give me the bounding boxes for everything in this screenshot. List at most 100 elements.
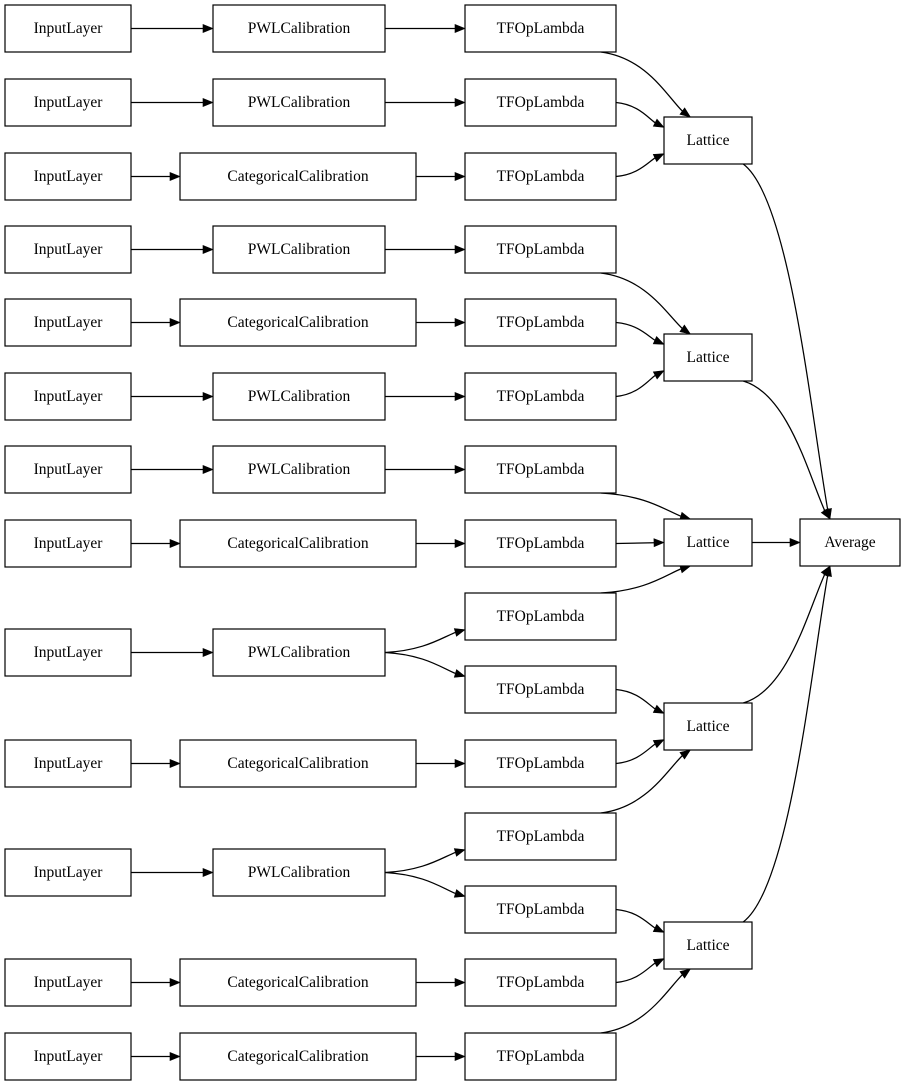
node-box[interactable] <box>212 4 386 53</box>
node-box[interactable] <box>212 372 386 421</box>
node-box[interactable] <box>464 519 617 568</box>
node-input-in7[interactable]: InputLayer <box>4 445 132 494</box>
node-lambda-op14[interactable]: TFOpLambda <box>464 958 617 1007</box>
node-input-in13[interactable]: InputLayer <box>4 1032 132 1081</box>
node-lambda-op10[interactable]: TFOpLambda <box>464 665 617 714</box>
node-box[interactable] <box>464 4 617 53</box>
node-box[interactable] <box>464 665 617 714</box>
node-input-in6[interactable]: InputLayer <box>4 372 132 421</box>
node-average-avg[interactable]: Average <box>799 518 901 567</box>
node-input-in2[interactable]: InputLayer <box>4 78 132 127</box>
node-lambda-op4[interactable]: TFOpLambda <box>464 225 617 274</box>
node-categorical-cal5[interactable]: CategoricalCalibration <box>179 298 417 347</box>
node-box[interactable] <box>4 152 132 201</box>
edge-cal12-to-op14 <box>416 978 466 987</box>
node-lattice-lat1[interactable]: Lattice <box>663 116 753 165</box>
node-pwl-cal4[interactable]: PWLCalibration <box>212 225 386 274</box>
node-box[interactable] <box>4 4 132 53</box>
node-categorical-cal13[interactable]: CategoricalCalibration <box>179 1032 417 1081</box>
node-input-in8[interactable]: InputLayer <box>4 519 132 568</box>
node-pwl-cal11[interactable]: PWLCalibration <box>212 848 386 897</box>
node-box[interactable] <box>464 739 617 788</box>
edge-cal5-to-op5 <box>416 318 466 327</box>
node-box[interactable] <box>4 519 132 568</box>
node-box[interactable] <box>212 628 386 677</box>
node-box[interactable] <box>4 298 132 347</box>
node-box[interactable] <box>179 739 417 788</box>
node-lambda-op3[interactable]: TFOpLambda <box>464 152 617 201</box>
node-box[interactable] <box>464 298 617 347</box>
node-box[interactable] <box>464 885 617 934</box>
node-pwl-cal2[interactable]: PWLCalibration <box>212 78 386 127</box>
node-pwl-cal9[interactable]: PWLCalibration <box>212 628 386 677</box>
node-box[interactable] <box>212 225 386 274</box>
node-lambda-op11[interactable]: TFOpLambda <box>464 739 617 788</box>
node-box[interactable] <box>179 298 417 347</box>
node-box[interactable] <box>179 519 417 568</box>
node-input-in4[interactable]: InputLayer <box>4 225 132 274</box>
node-box[interactable] <box>212 445 386 494</box>
node-lattice-lat5[interactable]: Lattice <box>663 921 753 970</box>
node-box[interactable] <box>799 518 901 567</box>
node-box[interactable] <box>4 445 132 494</box>
node-pwl-cal1[interactable]: PWLCalibration <box>212 4 386 53</box>
arrowhead-icon <box>453 889 466 898</box>
node-box[interactable] <box>179 958 417 1007</box>
node-lambda-op5[interactable]: TFOpLambda <box>464 298 617 347</box>
node-lambda-op8[interactable]: TFOpLambda <box>464 519 617 568</box>
node-categorical-cal10[interactable]: CategoricalCalibration <box>179 739 417 788</box>
node-box[interactable] <box>179 1032 417 1081</box>
node-categorical-cal3[interactable]: CategoricalCalibration <box>179 152 417 201</box>
node-lattice-lat4[interactable]: Lattice <box>663 702 753 751</box>
node-box[interactable] <box>4 225 132 274</box>
node-input-in3[interactable]: InputLayer <box>4 152 132 201</box>
node-box[interactable] <box>663 921 753 970</box>
node-lambda-op6[interactable]: TFOpLambda <box>464 372 617 421</box>
node-box[interactable] <box>663 702 753 751</box>
node-box[interactable] <box>4 848 132 897</box>
node-box[interactable] <box>464 78 617 127</box>
node-categorical-cal12[interactable]: CategoricalCalibration <box>179 958 417 1007</box>
node-box[interactable] <box>464 958 617 1007</box>
node-box[interactable] <box>464 1032 617 1081</box>
node-box[interactable] <box>179 152 417 201</box>
node-box[interactable] <box>4 372 132 421</box>
node-box[interactable] <box>663 333 753 382</box>
node-lambda-op1[interactable]: TFOpLambda <box>464 4 617 53</box>
node-box[interactable] <box>4 739 132 788</box>
node-lambda-op9[interactable]: TFOpLambda <box>464 592 617 641</box>
edge-in4-to-cal4 <box>131 245 214 254</box>
edge-in9-to-cal9 <box>131 648 214 657</box>
node-box[interactable] <box>464 445 617 494</box>
node-box[interactable] <box>464 152 617 201</box>
node-box[interactable] <box>464 812 617 861</box>
node-box[interactable] <box>4 628 132 677</box>
node-pwl-cal6[interactable]: PWLCalibration <box>212 372 386 421</box>
node-lattice-lat3[interactable]: Lattice <box>663 518 753 567</box>
node-box[interactable] <box>212 78 386 127</box>
node-input-in10[interactable]: InputLayer <box>4 739 132 788</box>
node-categorical-cal8[interactable]: CategoricalCalibration <box>179 519 417 568</box>
node-box[interactable] <box>464 592 617 641</box>
node-box[interactable] <box>464 225 617 274</box>
node-box[interactable] <box>663 116 753 165</box>
node-box[interactable] <box>4 958 132 1007</box>
node-lambda-op15[interactable]: TFOpLambda <box>464 1032 617 1081</box>
node-box[interactable] <box>464 372 617 421</box>
node-box[interactable] <box>4 1032 132 1081</box>
node-box[interactable] <box>212 848 386 897</box>
node-input-in9[interactable]: InputLayer <box>4 628 132 677</box>
node-box[interactable] <box>663 518 753 567</box>
node-box[interactable] <box>4 78 132 127</box>
node-lambda-op13[interactable]: TFOpLambda <box>464 885 617 934</box>
node-lambda-op12[interactable]: TFOpLambda <box>464 812 617 861</box>
node-input-in5[interactable]: InputLayer <box>4 298 132 347</box>
node-lambda-op2[interactable]: TFOpLambda <box>464 78 617 127</box>
node-input-in1[interactable]: InputLayer <box>4 4 132 53</box>
node-lattice-lat2[interactable]: Lattice <box>663 333 753 382</box>
arrowhead-icon <box>652 153 665 163</box>
node-input-in12[interactable]: InputLayer <box>4 958 132 1007</box>
node-input-in11[interactable]: InputLayer <box>4 848 132 897</box>
node-lambda-op7[interactable]: TFOpLambda <box>464 445 617 494</box>
node-pwl-cal7[interactable]: PWLCalibration <box>212 445 386 494</box>
